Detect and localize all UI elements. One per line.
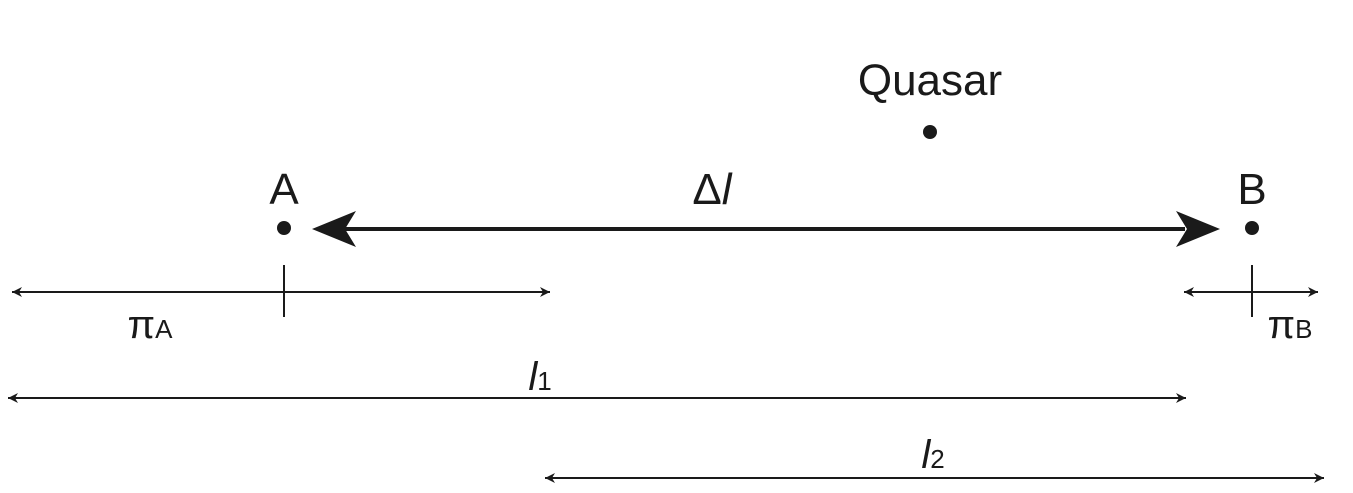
pi-b-arrow [1184,265,1318,317]
point-a-dot [277,221,291,235]
delta-l-arrowhead-left [312,211,356,247]
delta-l-arrow [312,211,1220,247]
delta-l-label: Δl [692,165,732,214]
point-b-label: B [1237,165,1266,214]
pi-b-label: πB [1268,303,1313,347]
l1-subscript: 1 [537,366,551,396]
l2-subscript: 2 [930,444,944,474]
delta-var: l [722,165,733,214]
quasar-point [923,125,937,139]
l1-var: l [528,355,538,399]
pi-a-subscript: A [155,314,173,344]
pi-b-symbol: π [1268,303,1296,347]
pi-b-subscript: B [1295,314,1312,344]
quasar-label: Quasar [858,56,1002,105]
pi-a-label: πA [128,303,174,347]
point-b-dot [1245,221,1259,235]
pi-a-symbol: π [128,303,156,347]
delta-l-arrowhead-right [1176,211,1220,247]
l2-var: l [921,433,931,477]
point-a-label: A [269,165,299,214]
pi-a-arrow [12,265,550,317]
l1-label: l1 [528,355,551,399]
l2-label: l2 [921,433,944,477]
delta-symbol: Δ [692,165,721,214]
